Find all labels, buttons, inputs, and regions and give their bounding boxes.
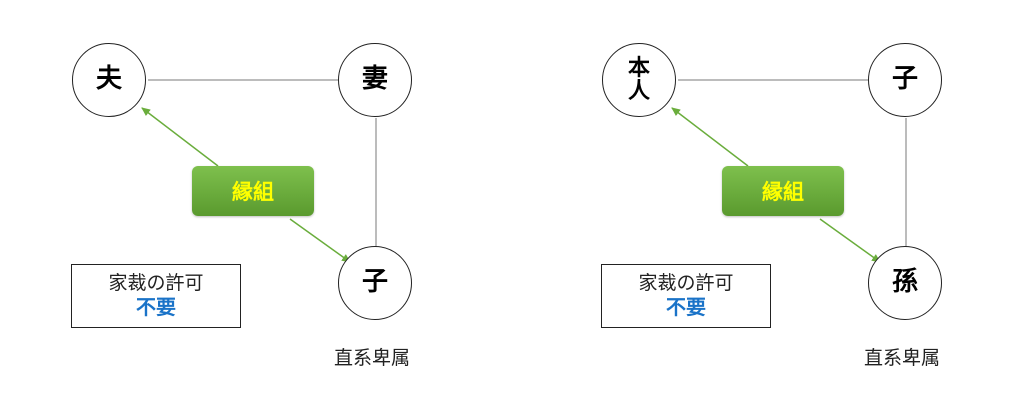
diagram-right-connectors [671, 79, 907, 263]
note-value: 不要 [136, 295, 176, 320]
node-self: 本 人 [602, 43, 676, 117]
note-value: 不要 [666, 295, 706, 320]
adoption-badge: 縁組 [722, 166, 844, 216]
node-husband: 夫 [72, 43, 146, 117]
adoption-badge: 縁組 [192, 166, 314, 216]
note-title: 家裁の許可 [108, 271, 204, 294]
adoption-arrow-to-parent [141, 107, 219, 167]
diagram-left-connectors [141, 79, 377, 263]
diagram-left: 夫 妻 子 縁組 家裁の許可 不要 直系卑属 [71, 43, 412, 369]
adoption-arrow-to-parent [671, 107, 749, 167]
node-grandchild: 孫 [868, 246, 942, 320]
node-wife: 妻 [338, 43, 412, 117]
court-permission-note: 家裁の許可 不要 [71, 264, 241, 328]
relation-label: 直系卑属 [864, 347, 941, 369]
diagram-right: 本 人 子 孫 縁組 家裁の許可 不要 直系卑属 [530, 0, 1024, 407]
court-permission-note: 家裁の許可 不要 [601, 264, 771, 328]
adoption-arrow-to-child [289, 218, 351, 263]
note-title: 家裁の許可 [638, 271, 734, 294]
node-child: 子 [338, 246, 412, 320]
node-child: 子 [868, 43, 942, 117]
adoption-arrow-to-grandchild [819, 218, 881, 263]
relation-label: 直系卑属 [334, 347, 411, 369]
